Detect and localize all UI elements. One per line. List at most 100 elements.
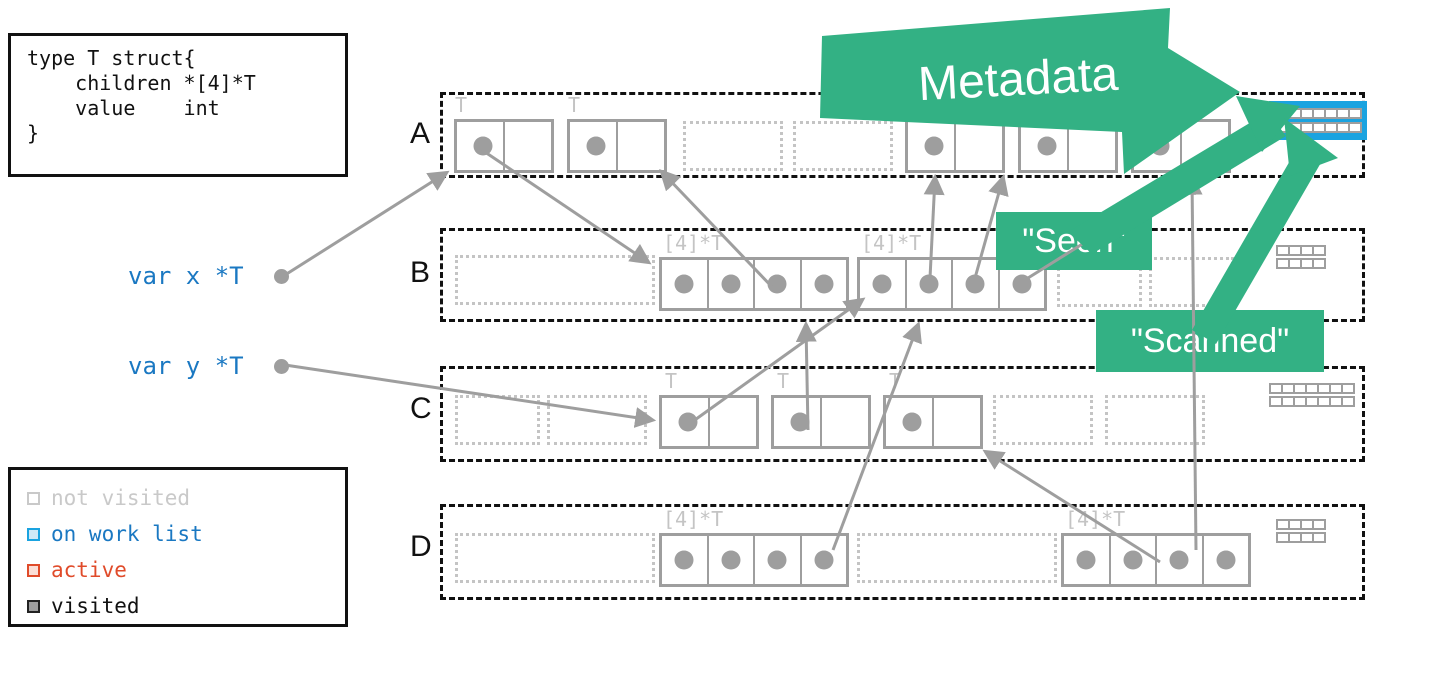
bitmap-row [1276, 122, 1362, 133]
legend-item-active: active [27, 552, 345, 588]
bitmap-cell [1312, 245, 1326, 256]
heap-object-c3 [771, 395, 871, 449]
heap-object-a5 [1018, 119, 1118, 173]
pointer-dot [1150, 136, 1170, 156]
free-slot-c0 [455, 395, 540, 445]
object-cell [908, 122, 956, 170]
heap-row-b: [4]*T [4]*T [440, 228, 1365, 322]
array-cell [755, 536, 802, 584]
array-cell [802, 536, 847, 584]
object-cell [1182, 122, 1228, 170]
object-cell [886, 398, 934, 446]
heap-array-b1 [659, 257, 849, 311]
array-cell [1204, 536, 1249, 584]
object-cell [1069, 122, 1115, 170]
legend-box: not visited on work list active visited [8, 467, 348, 627]
type-definition-code: type T struct{ children *[4]*T value int… [27, 46, 256, 145]
free-slot-a2 [683, 121, 783, 171]
legend-item-visited: visited [27, 588, 345, 624]
heap-object-c4 [883, 395, 983, 449]
pointer-dot [1037, 136, 1057, 156]
heap-array-d1 [659, 533, 849, 587]
row-label-a: A [410, 117, 431, 150]
pointer-dot [1012, 274, 1032, 294]
array-cell [662, 260, 709, 308]
metadata-arrow-label: Metadata [916, 47, 1120, 112]
array-cell [953, 260, 1000, 308]
legend-swatch-active [27, 563, 40, 577]
array-cell [709, 536, 755, 584]
array-cell [1111, 536, 1157, 584]
pointer-dot [767, 274, 787, 294]
bitmap-cell [1312, 258, 1326, 269]
bitmap-row [1276, 519, 1326, 530]
free-slot-b0 [455, 255, 655, 305]
var-x-pointer-dot [274, 269, 289, 284]
object-cell [956, 122, 1002, 170]
bitmap-cell [1348, 122, 1362, 133]
pointer-dot [1169, 550, 1189, 570]
legend-item-not-visited: not visited [27, 480, 345, 516]
heap-row-d: [4]*T [4]*T [440, 504, 1365, 600]
bitmap-cell [1312, 519, 1326, 530]
pointer-dot [1216, 550, 1236, 570]
var-y-label: var y *T [128, 352, 244, 380]
object-tag-T: T [455, 93, 468, 117]
pointer-dot [1076, 550, 1096, 570]
array-cell [907, 260, 953, 308]
pointer-dot [919, 274, 939, 294]
pointer-dot [790, 412, 810, 432]
free-slot-c1 [547, 395, 647, 445]
row-label-c: C [410, 392, 432, 425]
object-cell [822, 398, 868, 446]
row-label-d: D [410, 530, 432, 563]
pointer-dot [721, 274, 741, 294]
type-definition-box: type T struct{ children *[4]*T value int… [8, 33, 348, 177]
object-tag-array: [4]*T [861, 231, 922, 255]
pointer-dot [924, 136, 944, 156]
pointer-dot [674, 550, 694, 570]
pointer-dot [473, 136, 493, 156]
pointer-dot [902, 412, 922, 432]
array-cell [662, 536, 709, 584]
array-cell [1064, 536, 1111, 584]
pointer-dot [678, 412, 698, 432]
pointer-dot [1123, 550, 1143, 570]
array-cell [709, 260, 755, 308]
object-tag-T: T [777, 369, 790, 393]
pointer-dot [814, 274, 834, 294]
free-slot-c6 [1105, 395, 1205, 445]
legend-label-on-work-list: on work list [51, 521, 203, 546]
bitmap-row [1269, 396, 1355, 407]
bitmap-cell [1348, 108, 1362, 119]
free-slot-b4 [1149, 257, 1234, 307]
heap-object-a4 [905, 119, 1005, 173]
array-cell [1157, 536, 1204, 584]
object-cell [774, 398, 822, 446]
heap-object-a6 [1131, 119, 1231, 173]
legend-label-active: active [51, 557, 127, 582]
heap-array-b2 [857, 257, 1047, 311]
bitmap-row [1276, 108, 1362, 119]
object-cell [505, 122, 551, 170]
legend-item-on-work-list: on work list [27, 516, 345, 552]
object-cell [457, 122, 505, 170]
object-cell [570, 122, 618, 170]
object-tag-T: T [568, 93, 581, 117]
bitmap-row [1276, 258, 1326, 269]
pointer-dot [586, 136, 606, 156]
var-y-pointer-dot [274, 359, 289, 374]
row-label-b: B [410, 256, 431, 289]
object-tag-T: T [665, 369, 678, 393]
array-cell [1000, 260, 1045, 308]
free-slot-a3 [793, 121, 893, 171]
bitmap-row [1276, 245, 1326, 256]
object-cell [1021, 122, 1069, 170]
object-cell [662, 398, 710, 446]
free-slot-d0 [455, 533, 655, 583]
bitmap-cell [1312, 532, 1326, 543]
pointer-dot [721, 550, 741, 570]
object-cell [1134, 122, 1182, 170]
legend-label-visited: visited [51, 593, 140, 618]
